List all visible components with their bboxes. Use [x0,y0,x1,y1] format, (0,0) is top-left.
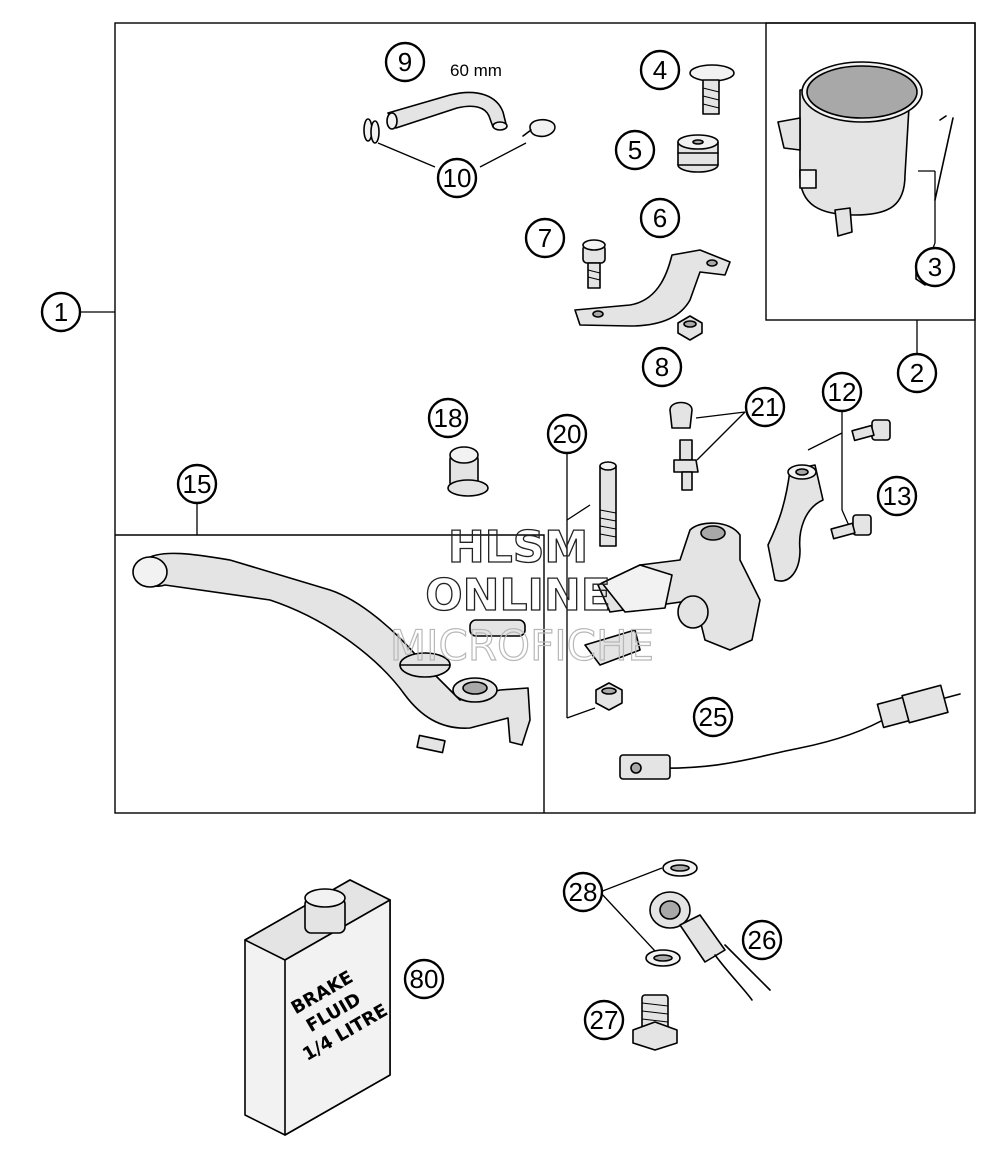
callout-10: 10 [436,157,478,199]
callout-13: 13 [876,475,918,517]
leader-lines [80,142,936,952]
assembly-1-frame [114,22,976,814]
callout-7: 7 [524,217,566,259]
watermark-line-2: ONLINE [425,570,611,621]
callout-3: 3 [914,246,956,288]
cap-screw-part [689,64,735,115]
svg-text:1: 1 [54,297,68,327]
lever-assembly-15-frame [115,534,545,813]
callout-80: 80 [403,958,445,1000]
hose-length-label: 60 mm [450,61,502,80]
hose-clip-parts [363,118,556,144]
bracket-nut-part [677,315,703,341]
svg-text:12: 12 [828,377,857,407]
svg-text:7: 7 [538,223,552,253]
svg-text:25: 25 [699,702,728,732]
reservoir-part [777,61,923,237]
bracket-screw-part [582,239,606,289]
pivot-stud-part [599,461,617,547]
callout-9: 9 [384,41,426,83]
assembly-frames [114,22,976,814]
callout-12: 12 [821,371,863,413]
pivot-nut-part [595,682,623,711]
svg-text:9: 9 [398,47,412,77]
callout-6: 6 [639,197,681,239]
svg-text:18: 18 [434,403,463,433]
master-cylinder-body-part [584,522,761,666]
svg-text:13: 13 [883,481,912,511]
svg-text:10: 10 [443,163,472,193]
callout-20: 20 [546,413,588,455]
brake-line-part [649,891,771,1001]
watermark-line-1: HLSM [448,522,588,573]
callout-21: 21 [744,386,786,428]
svg-text:28: 28 [569,877,598,907]
callout-1: 1 [40,291,82,333]
reservoir-assembly-2-frame [765,22,976,321]
callout-25: 25 [692,696,734,738]
svg-text:27: 27 [590,1005,619,1035]
callout-27: 27 [583,999,625,1041]
watermark-line-3: MICROFICHE [390,621,654,670]
svg-text:6: 6 [653,203,667,233]
svg-text:26: 26 [748,925,777,955]
handlebar-clamp-part [767,464,824,582]
callout-8: 8 [641,346,683,388]
brake-fluid-container-part [244,879,391,1136]
callout-15: 15 [176,463,218,505]
callout-18: 18 [427,397,469,439]
hand-lever-part [132,552,531,754]
svg-text:15: 15 [183,469,212,499]
watermark: HLSM ONLINE MICROFICHE [389,521,654,670]
svg-text:20: 20 [553,419,582,449]
svg-text:8: 8 [655,352,669,382]
brake-light-switch-part [619,684,961,780]
callout-5: 5 [614,129,656,171]
callouts: 1 2 3 4 5 6 7 8 9 10 12 13 15 18 20 21 2… [40,41,956,1041]
callout-28: 28 [562,871,604,913]
svg-text:3: 3 [928,252,942,282]
sealing-ring-parts [645,859,698,967]
callout-4: 4 [639,49,681,91]
callout-26: 26 [741,919,783,961]
svg-text:2: 2 [910,358,924,388]
svg-text:4: 4 [653,55,667,85]
plunger-boot-part [447,446,489,497]
reservoir-bracket-part [574,249,731,327]
banjo-bolt-part [632,994,678,1051]
bleeder-valve-part [669,401,699,491]
grommet-part [677,134,719,173]
hose-part [386,91,508,131]
svg-text:5: 5 [628,135,642,165]
svg-text:21: 21 [751,392,780,422]
svg-text:80: 80 [410,964,439,994]
callout-2: 2 [896,352,938,394]
clamp-bolt-parts [830,419,891,540]
